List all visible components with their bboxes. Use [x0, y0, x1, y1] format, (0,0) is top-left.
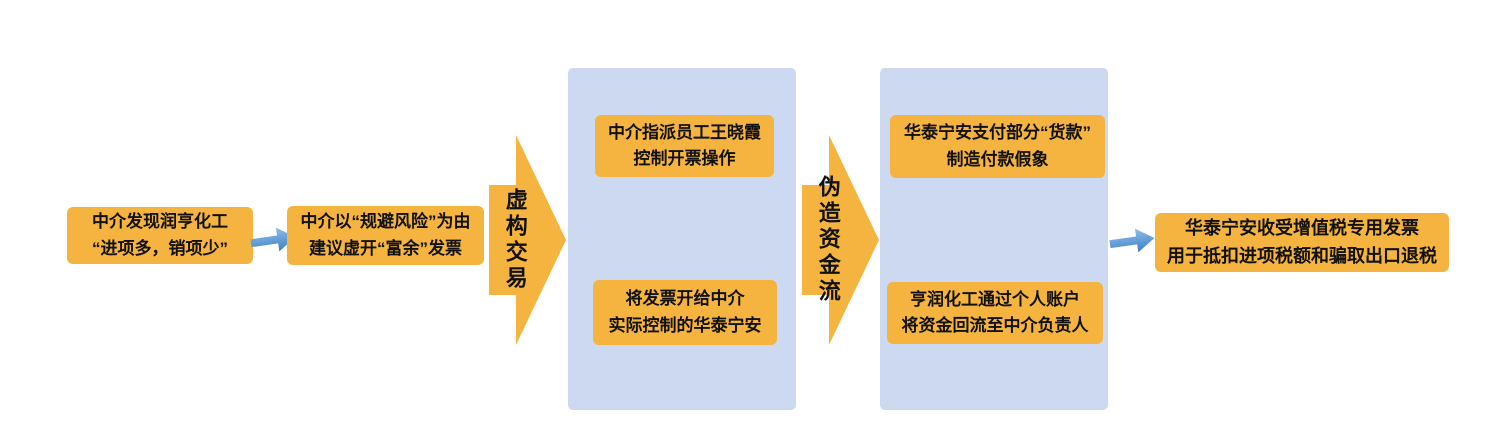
result-line1: 华泰宁安收受增值税专用发票 — [1185, 217, 1419, 238]
panel2-top-line2: 制造付款假象 — [946, 149, 1049, 169]
panel1-top-box: 中介指派员工王晓霞 控制开票操作 — [595, 115, 774, 177]
connector-arrow-icon — [249, 224, 299, 261]
block-arrow-icon — [489, 135, 566, 345]
panel2-bottom-line2: 将资金回流至中介负责人 — [901, 316, 1089, 335]
panel1-bottom-box: 将发票开给中介 实际控制的华泰宁安 — [593, 280, 777, 345]
connector-arrow-icon — [1108, 225, 1158, 262]
panel2-bottom-line1: 亨润化工通过个人账户 — [910, 289, 1080, 309]
fake-trade-arrow: 虚构交易 — [489, 134, 567, 346]
step2-line1: 中介以“规避风险”为由 — [300, 212, 471, 232]
fake-trade-arrow-label: 虚构交易 — [502, 188, 528, 292]
panel2-bottom-box: 亨润化工通过个人账户 将资金回流至中介负责人 — [887, 282, 1103, 344]
result-box: 华泰宁安收受增值税专用发票 用于抵扣进项税额和骗取出口退税 — [1155, 213, 1449, 272]
panel2-top-line1: 华泰宁安支付部分“货款” — [904, 123, 1091, 143]
step1-discovery-box: 中介发现润亨化工 “进项多，销项少” — [67, 207, 253, 264]
invoicing-panel: 中介指派员工王晓霞 控制开票操作 将发票开给中介 实际控制的华泰宁安 — [568, 68, 796, 410]
step1-line1: 中介发现润亨化工 — [92, 212, 228, 232]
right-arrow-icon — [1109, 228, 1155, 253]
payments-panel: 华泰宁安支付部分“货款” 制造付款假象 亨润化工通过个人账户 将资金回流至中介负… — [880, 68, 1108, 410]
right-arrow-icon — [250, 227, 296, 252]
panel1-bottom-line1: 将发票开给中介 — [625, 289, 745, 309]
panel1-bottom-line2: 实际控制的华泰宁安 — [608, 315, 762, 335]
panel1-top-line1: 中介指派员工王晓霞 — [608, 122, 761, 142]
fake-funds-arrow: 伪造资金流 — [802, 134, 880, 346]
result-line2: 用于抵扣进项税额和骗取出口退税 — [1167, 245, 1437, 266]
step2-line2: 建议虚开“富余”发票 — [309, 238, 462, 258]
step2-suggestion-box: 中介以“规避风险”为由 建议虚开“富余”发票 — [287, 206, 484, 265]
step1-line2: “进项多，销项少” — [92, 238, 228, 258]
panel2-top-box: 华泰宁安支付部分“货款” 制造付款假象 — [890, 115, 1105, 178]
fake-funds-arrow-label: 伪造资金流 — [815, 175, 841, 305]
panel1-top-line2: 控制开票操作 — [633, 149, 736, 168]
block-arrow-icon — [802, 135, 879, 345]
